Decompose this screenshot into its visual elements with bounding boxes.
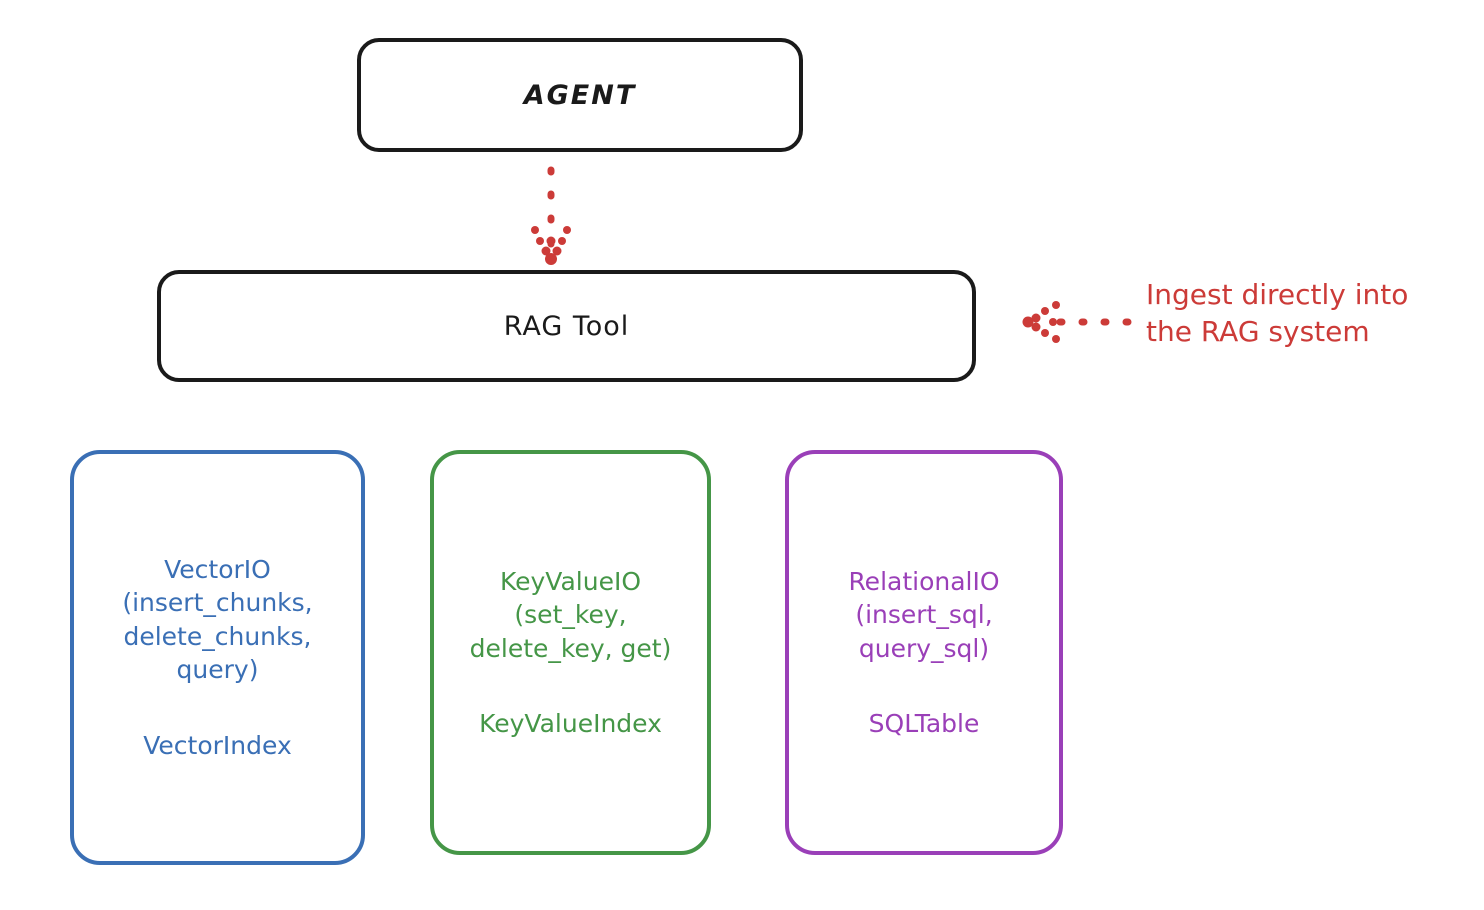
node-key-value-io-subtitle: KeyValueIndex [479,709,662,738]
node-relational-io-subtitle: SQLTable [868,709,980,738]
node-key-value-io-title: KeyValueIO (set_key, delete_key, get) [469,566,672,663]
node-relational-io[interactable]: RelationalIO (insert_sql, query_sql) SQL… [785,450,1063,855]
dotted-arrow-left-icon [1022,301,1136,343]
node-relational-io-title: RelationalIO (insert_sql, query_sql) [848,566,1000,663]
node-agent-label: AGENT [523,79,637,111]
node-key-value-io[interactable]: KeyValueIO (set_key, delete_key, get) Ke… [430,450,711,855]
node-agent[interactable]: AGENT [357,38,803,152]
dotted-arrow-down-icon [531,166,571,265]
node-rag-tool[interactable]: RAG Tool [157,270,976,382]
node-rag-tool-label: RAG Tool [503,310,630,342]
node-vector-io-title: VectorIO (insert_chunks, delete_chunks, … [122,554,313,685]
node-vector-io[interactable]: VectorIO (insert_chunks, delete_chunks, … [70,450,365,865]
node-vector-io-subtitle: VectorIndex [143,730,292,760]
annotation-ingest-directly: Ingest directly into the RAG system [1146,278,1409,348]
